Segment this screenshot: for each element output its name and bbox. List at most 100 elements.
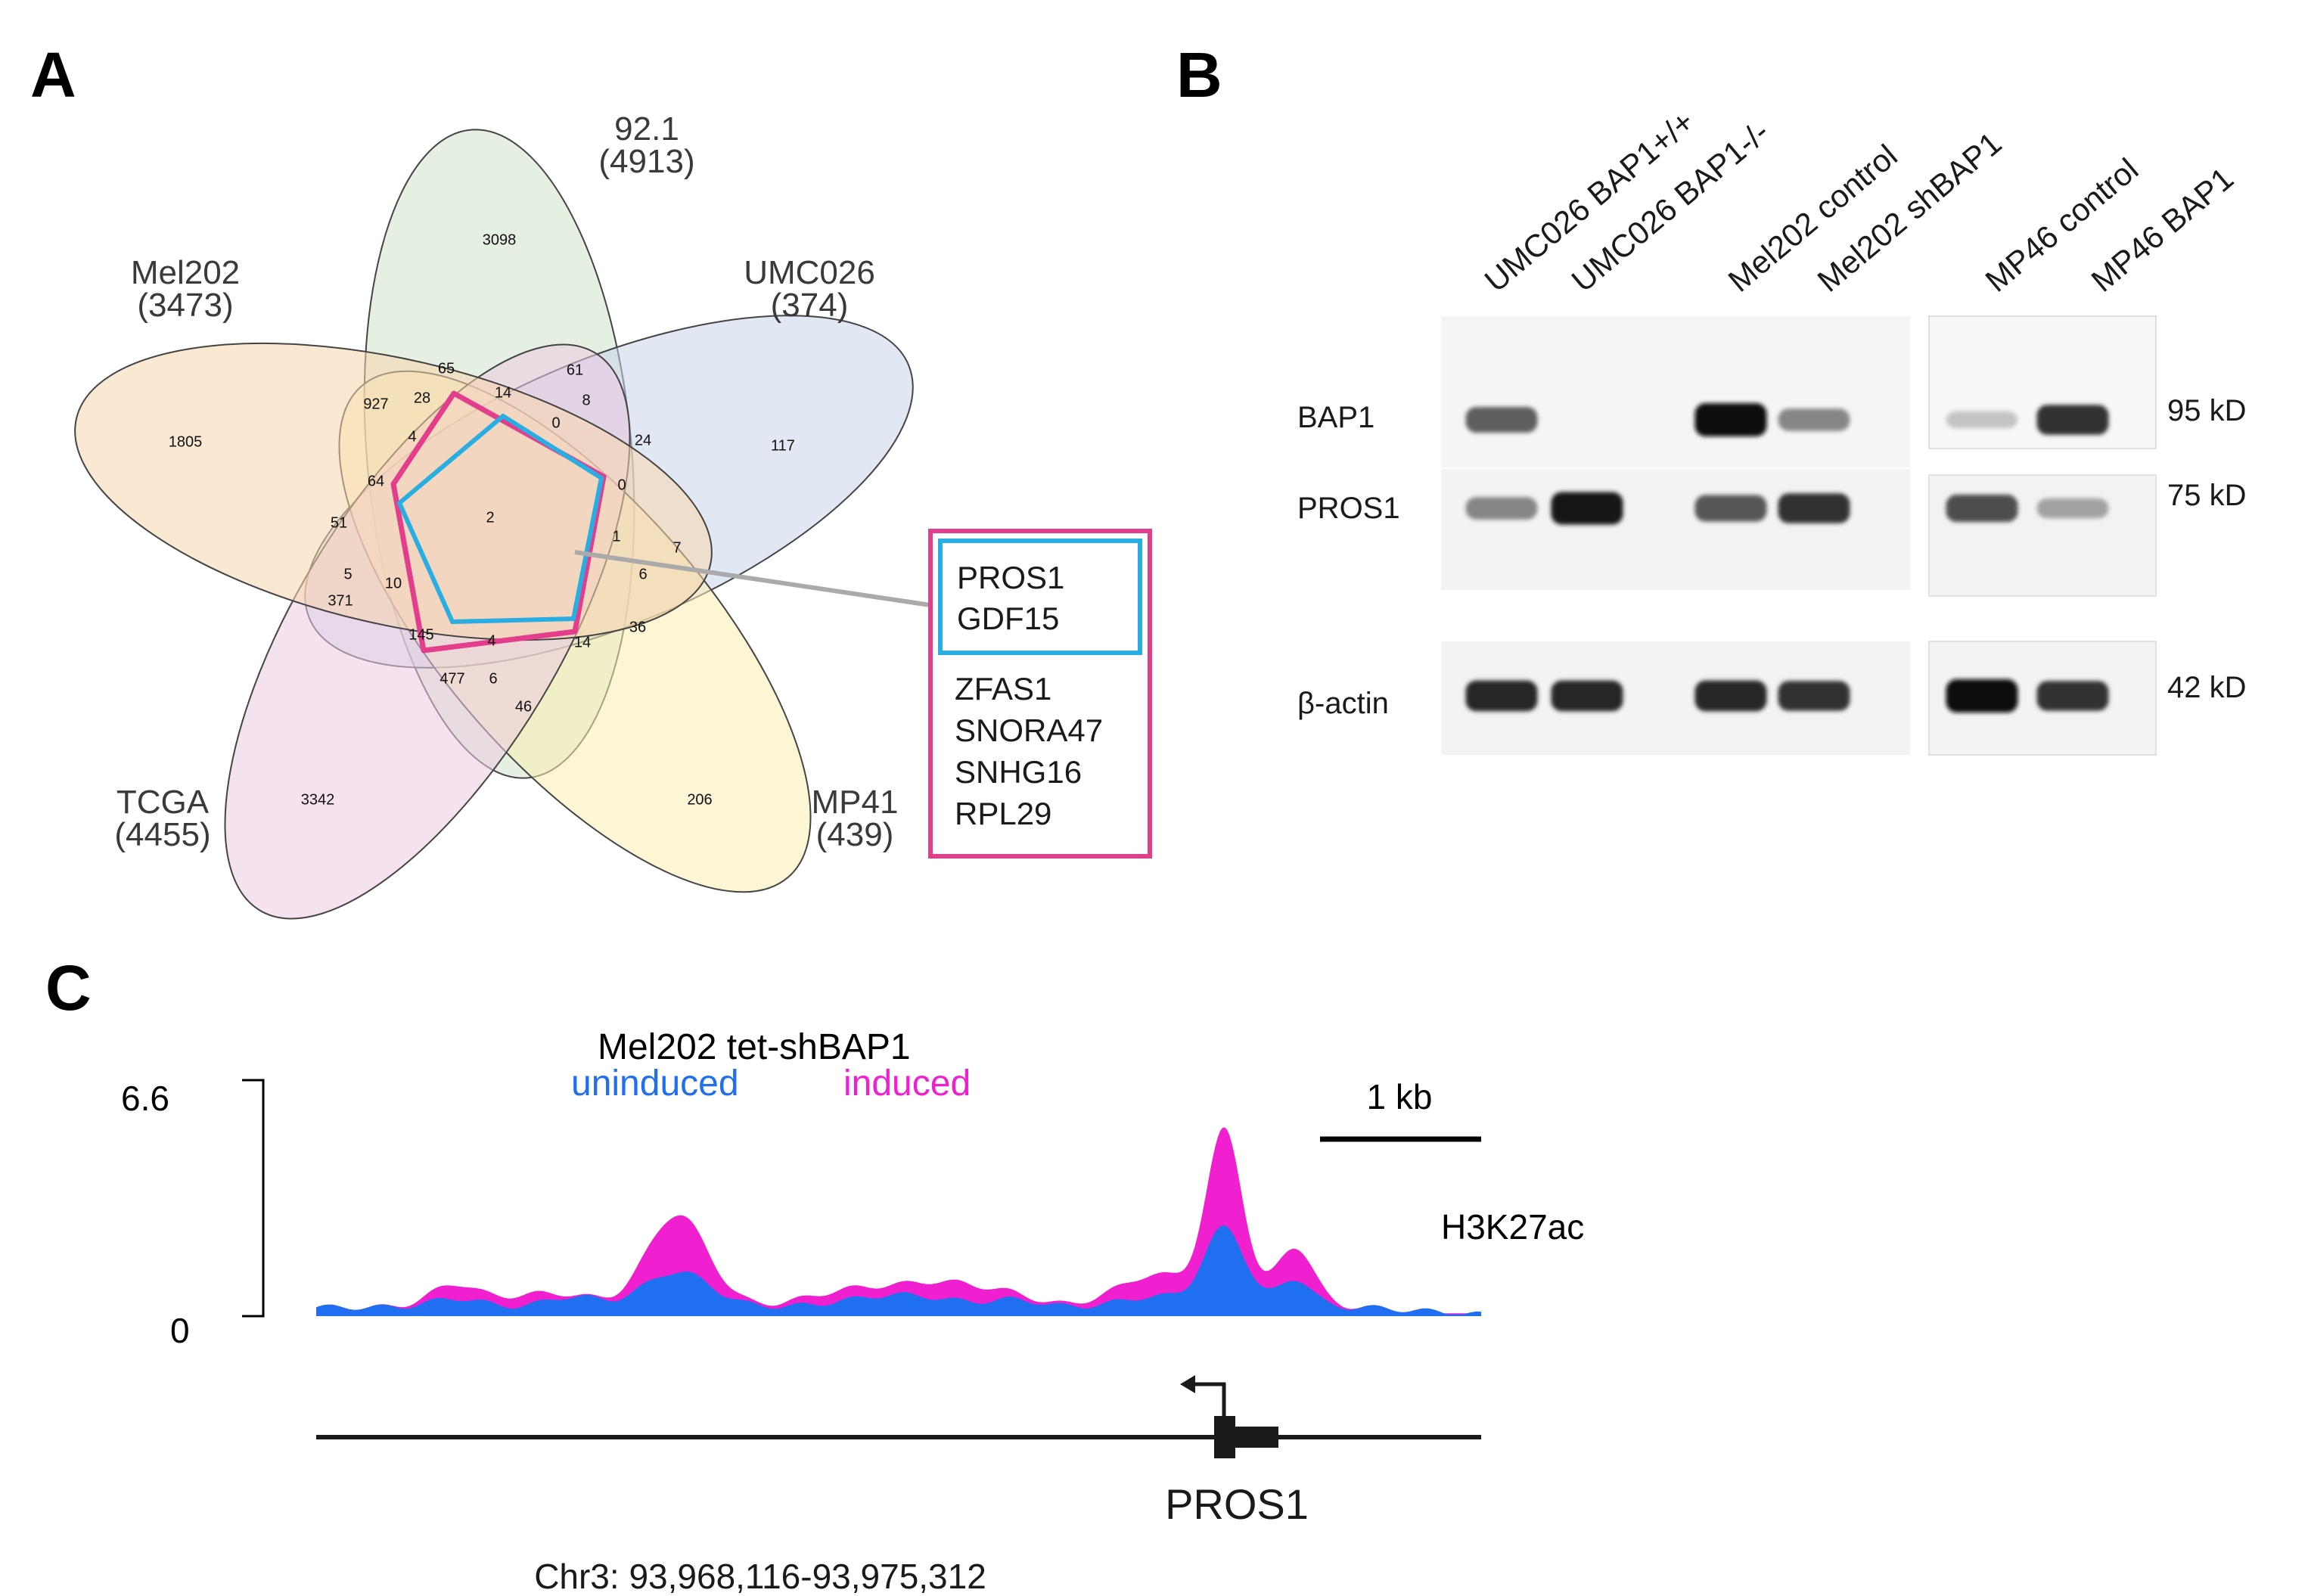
- region-count: 24: [635, 432, 651, 449]
- highlight-inner-pentagon: [397, 414, 604, 624]
- gene-connector-line: [574, 550, 931, 607]
- region-count: 14: [495, 384, 511, 401]
- blot-band: [1465, 406, 1538, 433]
- chip-seq-track: Mel202 tet-shBAP1 uninduced induced 6.6 …: [121, 1027, 1584, 1596]
- set-count-mp41: (439): [816, 816, 894, 853]
- blot-bands: [1465, 403, 2109, 713]
- gene-label: PROS1: [957, 560, 1064, 595]
- row-label-actin: β-actin: [1297, 687, 1389, 720]
- y-axis: [242, 1079, 265, 1318]
- scale-bar-label: 1 kb: [1367, 1077, 1433, 1116]
- blot-band: [1551, 680, 1623, 712]
- region-count: 14: [574, 634, 591, 651]
- region-count: 65: [438, 360, 455, 377]
- signal-induced-area: [316, 1127, 1481, 1316]
- blot-band: [1778, 681, 1850, 711]
- region-count: 371: [328, 592, 353, 609]
- genomic-coordinates: Chr3: 93,968,116-93,975,312: [534, 1557, 986, 1596]
- track-title: Mel202 tet-shBAP1: [598, 1027, 911, 1067]
- region-count: 2: [486, 509, 494, 526]
- region-count: 4: [408, 428, 416, 445]
- set-count-umc026: (374): [771, 287, 849, 324]
- gene-label: ZFAS1: [955, 671, 1051, 706]
- size-label-pros1: 75 kD: [2167, 479, 2247, 512]
- y-max-label: 6.6: [121, 1079, 169, 1118]
- set-count-mel202: (3473): [137, 287, 233, 324]
- region-count: 206: [687, 791, 712, 808]
- blot-band: [2036, 405, 2109, 435]
- tss-arrow-head: [1180, 1375, 1195, 1393]
- membrane-bap1-left: [1441, 316, 1910, 467]
- row-label-pros1: PROS1: [1297, 492, 1400, 525]
- set-name-92-1: 92.1: [614, 110, 679, 147]
- region-count: 8: [582, 392, 590, 408]
- region-count: 61: [567, 362, 583, 378]
- region-count: 36: [629, 619, 646, 635]
- inner-gene-box: [938, 539, 1142, 655]
- region-count: 51: [331, 514, 347, 531]
- gene-exon-thick: [1214, 1416, 1235, 1458]
- blot-band: [1465, 680, 1538, 712]
- region-count: 1: [612, 528, 620, 545]
- region-count: 0: [551, 415, 560, 431]
- venn-diagram: 92.1 (4913) UMC026 (374) MP41 (439) TCGA…: [74, 110, 931, 920]
- region-count: 7: [672, 539, 681, 556]
- set-name-mel202: Mel202: [131, 254, 240, 291]
- western-blot: UMC026 BAP1+/+ UMC026 BAP1-/- Mel202 con…: [1297, 104, 2247, 756]
- gene-label: SNHG16: [955, 754, 1082, 790]
- set-name-umc026: UMC026: [744, 254, 875, 291]
- membrane-pros1-left: [1441, 469, 1910, 590]
- blot-band: [2036, 681, 2109, 711]
- legend-induced: induced: [843, 1063, 971, 1104]
- region-count: 3098: [483, 231, 517, 248]
- blot-band: [1551, 492, 1623, 525]
- blot-band: [1946, 494, 2018, 523]
- region-count: 145: [408, 626, 433, 643]
- region-count: 0: [617, 477, 626, 493]
- set-name-mp41: MP41: [812, 784, 899, 821]
- tss-arrow: [1186, 1382, 1226, 1416]
- blot-band: [1694, 495, 1767, 522]
- blot-band: [1465, 497, 1538, 520]
- blot-band: [1946, 679, 2018, 713]
- track-label: H3K27ac: [1441, 1207, 1584, 1247]
- region-count: 5: [343, 566, 352, 582]
- panel-letter-c: C: [45, 952, 92, 1023]
- size-label-actin: 42 kD: [2167, 671, 2247, 704]
- region-count: 1805: [169, 433, 203, 450]
- size-label-bap1: 95 kD: [2167, 394, 2247, 427]
- blot-band: [1694, 403, 1767, 436]
- set-count-tcga: (4455): [114, 816, 210, 853]
- gene-label: RPL29: [955, 796, 1051, 831]
- set-name-tcga: TCGA: [116, 784, 210, 821]
- region-count: 6: [638, 566, 647, 582]
- blot-band: [2036, 498, 2109, 519]
- gene-name: PROS1: [1165, 1480, 1309, 1528]
- region-count: 64: [368, 473, 384, 489]
- set-count-92-1: (4913): [598, 143, 694, 180]
- region-count: 4: [487, 632, 495, 649]
- gene-label: GDF15: [957, 601, 1059, 636]
- signal-uninduced-area: [316, 1225, 1481, 1316]
- region-count: 10: [385, 575, 402, 592]
- region-count: 117: [771, 437, 795, 454]
- region-count: 3342: [301, 791, 335, 808]
- gene-label: SNORA47: [955, 713, 1103, 748]
- panel-letter-a: A: [30, 39, 76, 110]
- gene-exon-thin: [1235, 1427, 1278, 1448]
- row-label-bap1: BAP1: [1297, 401, 1374, 434]
- region-count: 6: [489, 670, 497, 687]
- y-min-label: 0: [170, 1311, 190, 1350]
- blot-band: [1694, 680, 1767, 712]
- blot-band: [1946, 411, 2018, 429]
- blot-band: [1778, 408, 1850, 431]
- membrane-pros1-right: [1928, 474, 2157, 597]
- panel-letter-b: B: [1176, 39, 1222, 110]
- gene-list-box: PROS1 GDF15 ZFAS1 SNORA47 SNHG16 RPL29: [928, 529, 1152, 859]
- blot-band: [1778, 493, 1850, 523]
- region-count: 46: [515, 698, 532, 715]
- legend-uninduced: uninduced: [571, 1063, 739, 1104]
- region-count: 477: [440, 670, 464, 687]
- region-count: 927: [363, 396, 388, 412]
